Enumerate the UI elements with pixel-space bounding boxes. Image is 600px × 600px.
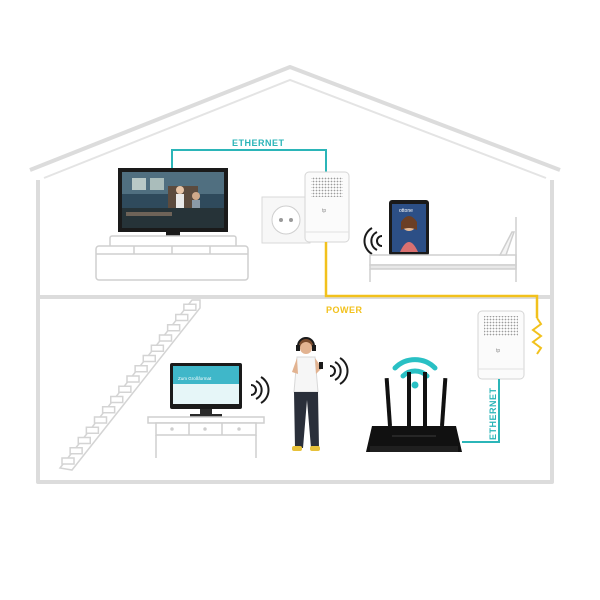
svg-text:tp: tp [496, 348, 500, 354]
stair-step [101, 406, 116, 414]
wifi-waves-monitor-icon [250, 376, 270, 404]
stair-step [175, 313, 189, 322]
powerline-adapter-bottom-icon: tp [477, 310, 525, 380]
power-label: POWER [326, 305, 363, 315]
stair-step [166, 324, 181, 332]
svg-text:ottone: ottone [399, 208, 413, 214]
stair-step [93, 416, 108, 424]
stair-step [69, 447, 83, 455]
bed-icon [369, 217, 517, 282]
ethernet-side-label: ETHERNET [488, 387, 498, 440]
stair-step [150, 344, 165, 352]
wall-socket-icon [261, 196, 311, 244]
stair-step [134, 365, 148, 373]
router-icon [366, 372, 462, 452]
stair-step [126, 375, 140, 383]
monitor-icon: Zum Großformat [170, 363, 242, 417]
ethernet-cable-bottom [462, 379, 500, 443]
stair-step [183, 303, 197, 311]
stair-step [158, 334, 173, 342]
stairs-icon [58, 299, 201, 471]
sofa-icon [95, 235, 249, 281]
ethernet-top-label: ETHERNET [232, 138, 285, 148]
stair-step [77, 436, 91, 445]
svg-text:Zum Großformat: Zum Großformat [178, 376, 212, 381]
powerline-adapter-top-icon: tp [304, 171, 350, 243]
stair-step [110, 395, 124, 404]
stair-step [85, 426, 100, 434]
ethernet-cable-top [171, 149, 327, 178]
person-icon [292, 337, 323, 451]
stair-step [142, 354, 156, 363]
wifi-waves-person-icon [329, 357, 349, 385]
tablet-icon: ottone [389, 200, 429, 256]
svg-text:tp: tp [322, 208, 326, 214]
wifi-icon [392, 357, 438, 389]
power-cable [324, 242, 539, 318]
stair-step [118, 385, 132, 393]
stair-step [61, 457, 75, 465]
tv-icon [118, 168, 228, 236]
wifi-waves-tablet-icon [363, 227, 383, 255]
desk-icon [147, 416, 265, 458]
